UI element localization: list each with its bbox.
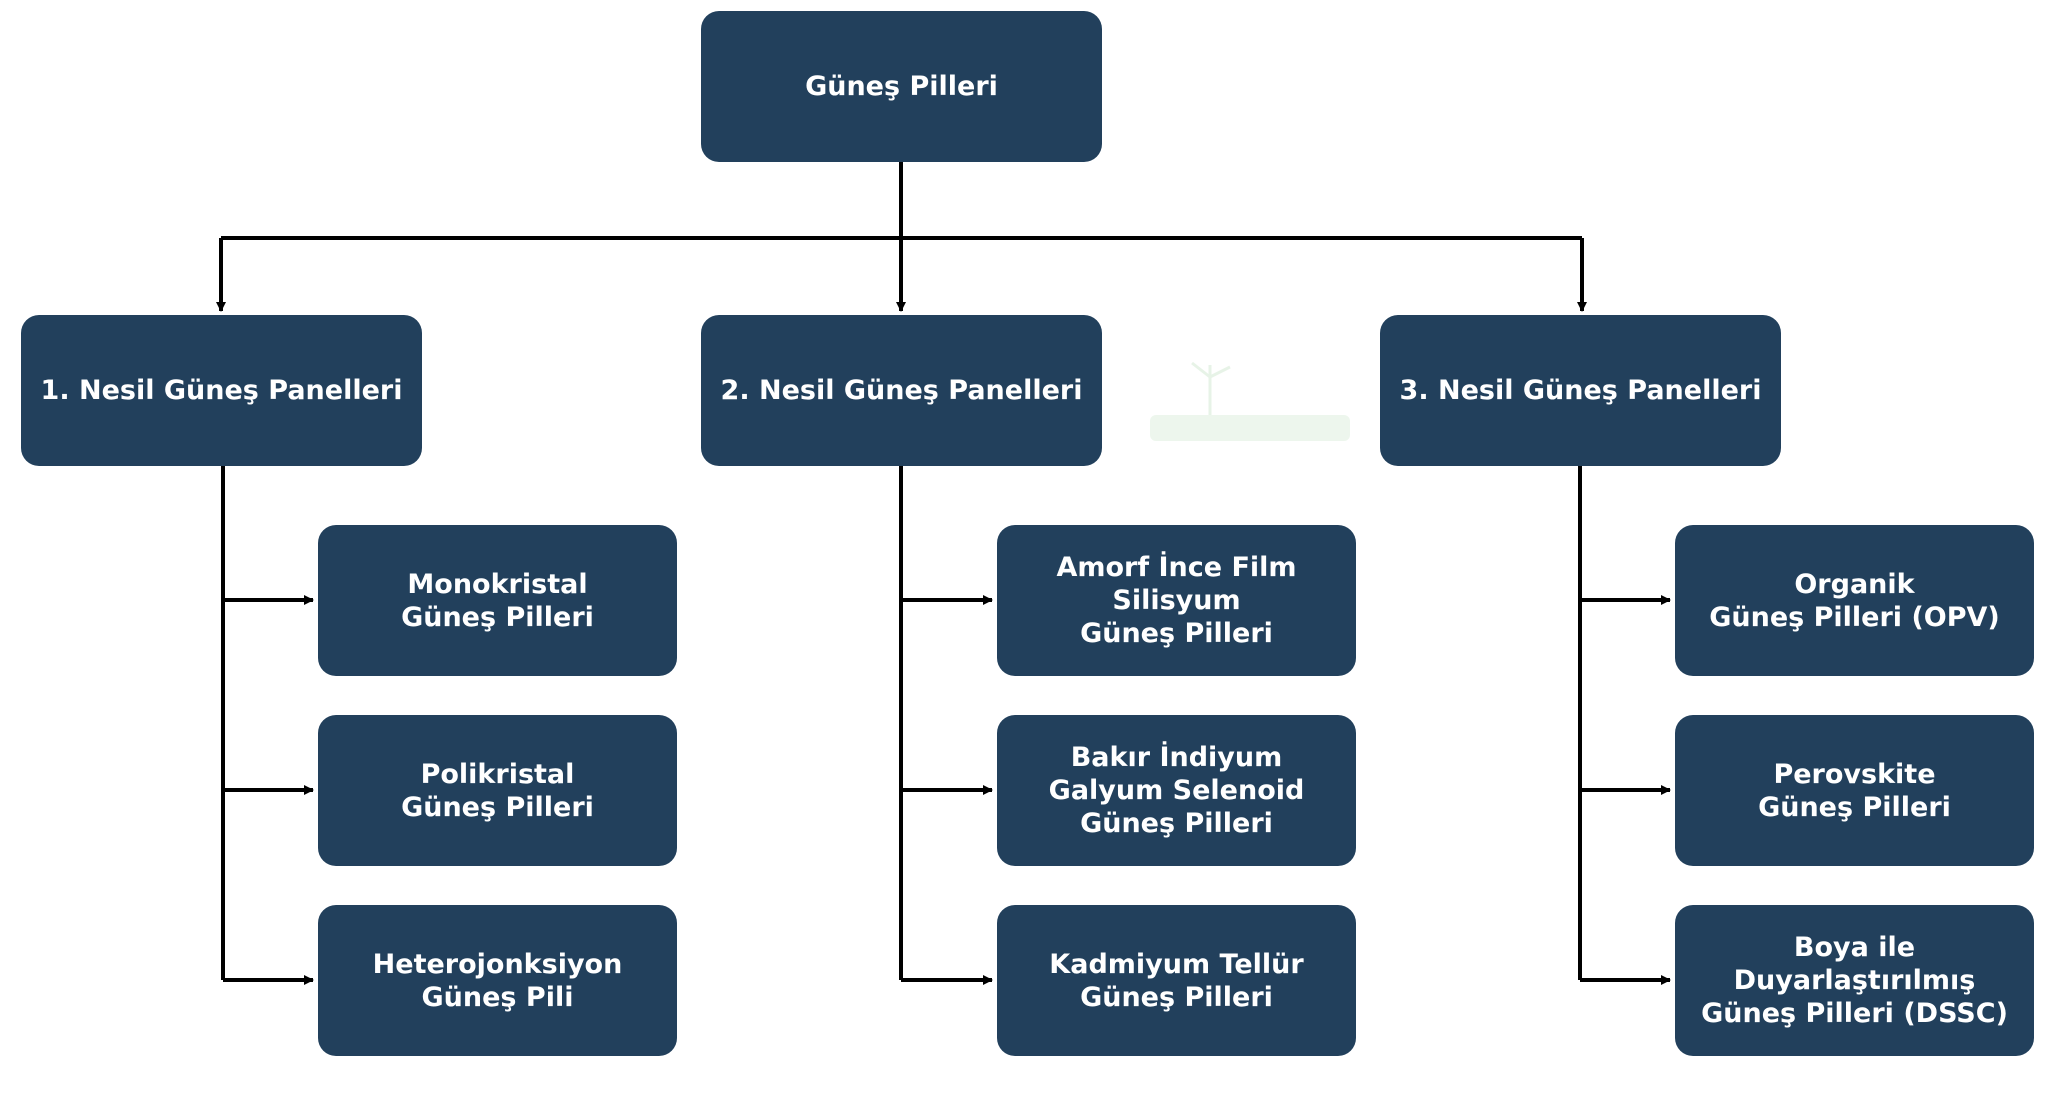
watermark-logo [1150, 361, 1350, 441]
node-generation-1: 1. Nesil Güneş Panelleri [21, 315, 422, 466]
node-generation-2: 2. Nesil Güneş Panelleri [701, 315, 1102, 466]
node-generation-3: 3. Nesil Güneş Panelleri [1380, 315, 1781, 466]
node-root: Güneş Pilleri [701, 11, 1102, 162]
node-organik: Organik Güneş Pilleri (OPV) [1675, 525, 2034, 676]
node-dssc: Boya ile Duyarlaştırılmış Güneş Pilleri … [1675, 905, 2034, 1056]
node-heterojonksiyon: Heterojonksiyon Güneş Pili [318, 905, 677, 1056]
node-monokristal: Monokristal Güneş Pilleri [318, 525, 677, 676]
node-bakir-indiyum: Bakır İndiyum Galyum Selenoid Güneş Pill… [997, 715, 1356, 866]
node-perovskite: Perovskite Güneş Pilleri [1675, 715, 2034, 866]
node-kadmiyum-tellur: Kadmiyum Tellür Güneş Pilleri [997, 905, 1356, 1056]
node-polikristal: Polikristal Güneş Pilleri [318, 715, 677, 866]
node-amorf-ince-film: Amorf İnce Film Silisyum Güneş Pilleri [997, 525, 1356, 676]
